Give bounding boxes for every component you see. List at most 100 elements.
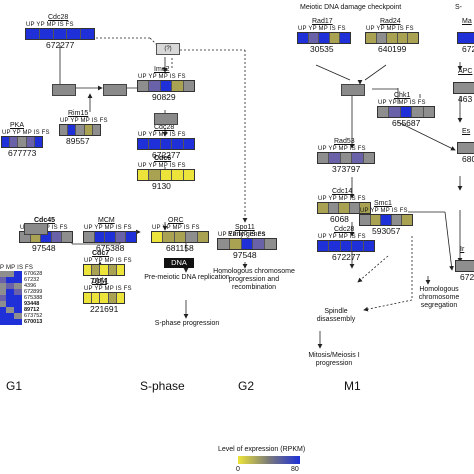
- connector: [397, 121, 456, 151]
- expression-cell: [363, 153, 375, 163]
- gene-name: Rad53: [334, 138, 355, 145]
- heatmap-cell: [14, 283, 22, 289]
- expression-cell: [366, 33, 377, 43]
- expression-cell: [149, 139, 161, 149]
- gene-id: 672277: [332, 252, 361, 262]
- expression-cell: [318, 241, 330, 251]
- expression-strip: [59, 124, 101, 136]
- gene-name: Rim15: [68, 110, 89, 117]
- expression-cell: [408, 33, 418, 43]
- heatmap-cell: [6, 307, 14, 313]
- gene-id: 30535: [310, 44, 334, 54]
- gene-name: Dbf4: [92, 278, 107, 285]
- caption-mitosis: Mitosis/Meiosis I progression: [308, 352, 360, 368]
- heatmap-cell: [6, 271, 14, 277]
- expression-cell: [423, 107, 435, 117]
- gene-id: 90829: [152, 92, 176, 102]
- expression-cell: [318, 203, 329, 213]
- expression-strip-cropped: [457, 142, 474, 154]
- column-labels: UP YP MP IS FS: [84, 258, 132, 264]
- heatmap-cell: [6, 313, 14, 319]
- gene-name: Cdc28: [334, 226, 355, 233]
- expression-strip: [25, 28, 95, 40]
- expression-cell: [34, 137, 43, 147]
- connector: [315, 64, 351, 81]
- expression-cell: [360, 215, 371, 225]
- expression-cell: [92, 265, 101, 275]
- expression-cell: [53, 29, 68, 39]
- heatmap-id: 672899: [24, 289, 43, 295]
- expression-strip: [137, 169, 195, 181]
- expression-cell: [100, 293, 109, 303]
- gene-name: ORC: [168, 217, 184, 224]
- expression-cell: [68, 125, 77, 135]
- expression-cell: [84, 265, 93, 275]
- heatmap-id: 67232: [24, 277, 40, 283]
- expression-cell: [51, 232, 63, 242]
- expression-strip-cropped: [453, 82, 474, 94]
- expression-strip: [297, 32, 351, 44]
- expression-cell: [363, 241, 375, 251]
- expression-cell: [298, 33, 309, 43]
- phase-m1: M1: [344, 379, 361, 393]
- gene-id: 97548: [32, 243, 56, 253]
- expression-cell: [163, 232, 175, 242]
- caption-segregation: Homologous chromosome segregation: [418, 286, 460, 310]
- expression-cell: [328, 203, 340, 213]
- legend-colorbar: [238, 456, 300, 464]
- heatmap-cell: [14, 289, 22, 295]
- phase-s: S-phase: [140, 379, 185, 393]
- expression-strip: [83, 264, 125, 276]
- expression-cell: [94, 232, 106, 242]
- heatmap-cell: [0, 283, 6, 289]
- expression-cell: [229, 239, 242, 249]
- gene-name: Cdc28: [154, 124, 175, 131]
- heatmap-cell: [6, 289, 14, 295]
- pathway-node: [52, 84, 76, 96]
- phase-g1: G1: [6, 379, 23, 393]
- pathway-node: [24, 223, 48, 235]
- gene-name: Chk1: [394, 92, 411, 99]
- expression-cell: [20, 232, 31, 242]
- expression-cell: [319, 33, 330, 43]
- expression-cell: [26, 29, 40, 39]
- expression-cell: [241, 239, 254, 249]
- expression-heatmap: [0, 271, 22, 325]
- column-labels: UP YP MP IS FS: [138, 132, 186, 138]
- gene-id-cropped: 672: [460, 272, 474, 282]
- expression-cell: [160, 170, 173, 180]
- heatmap-cell: [6, 277, 14, 283]
- expression-cell: [340, 153, 353, 163]
- expression-strip: [1, 136, 43, 148]
- expression-cell: [116, 293, 125, 303]
- gene-id-cropped: 672: [462, 44, 474, 54]
- expression-cell: [378, 107, 390, 117]
- expression-cell: [360, 203, 370, 213]
- expression-cell: [2, 137, 11, 147]
- expression-strip: [83, 292, 125, 304]
- dashed-connector: [149, 37, 158, 46]
- gene-id: 7051: [90, 276, 109, 286]
- heatmap-cell: [6, 283, 14, 289]
- gene-name: Rad24: [380, 18, 401, 25]
- expression-cell: [458, 33, 474, 43]
- legend-min: 0: [236, 466, 240, 473]
- expression-cell: [183, 81, 195, 91]
- expression-cell: [172, 139, 184, 149]
- column-labels: UP YP MP IS FS: [26, 22, 74, 28]
- expression-cell: [339, 203, 350, 213]
- heatmap-cell: [0, 301, 6, 307]
- column-labels: UP YP MP IS FS: [360, 208, 408, 214]
- column-labels: UP YP MP IS FS: [138, 163, 186, 169]
- column-labels: UP YP MP IS FS: [318, 196, 366, 202]
- gene-name: Cdc45: [34, 217, 56, 224]
- gene-name-cropped: Ir: [460, 246, 465, 253]
- gene-id: 677773: [8, 148, 37, 158]
- caption-pre-meiotic: Pre-meiotic DNA replication: [144, 274, 230, 281]
- column-labels: UP YP MP IS FS: [2, 130, 50, 136]
- heatmap-id: 4396: [24, 283, 37, 289]
- gene-id: 672277: [152, 150, 181, 160]
- expression-cell: [172, 170, 184, 180]
- expression-cell: [318, 153, 330, 163]
- heatmap-cell: [14, 313, 22, 319]
